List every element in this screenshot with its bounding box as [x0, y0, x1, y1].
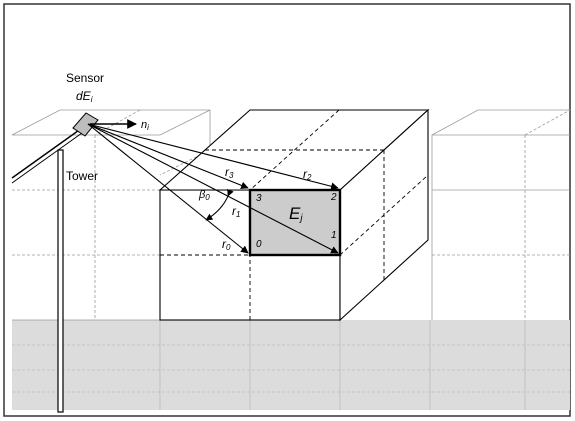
ray-r2: [87, 123, 339, 191]
right-building: [431, 109, 571, 320]
angle-arc: [205, 188, 234, 221]
r3-label: r3: [225, 165, 234, 180]
corner-1-label: 1: [331, 230, 337, 241]
ray-r1: [87, 123, 339, 254]
sensor-element-label: dEi: [76, 89, 93, 104]
sensor-plate: [72, 112, 99, 137]
rays: [87, 123, 339, 254]
r1-label: r1: [232, 204, 241, 219]
r2-label: r2: [303, 167, 312, 182]
tower-label: Tower: [66, 169, 99, 183]
corner-2-label: 2: [331, 192, 337, 203]
surface-ej: [248, 188, 342, 257]
ray-r0: [87, 123, 249, 254]
ray-r3: [87, 123, 249, 190]
corner-0-label: 0: [256, 239, 262, 250]
angle-label: β0: [199, 189, 210, 202]
normal-label: ni: [141, 119, 149, 132]
surface-label: Ej: [289, 204, 303, 224]
frame-border: [3, 3, 571, 417]
sensor-label: Sensor: [66, 71, 105, 85]
corner-3-label: 3: [256, 193, 262, 204]
r0-label: r0: [222, 237, 231, 252]
floor-grid: [12, 320, 570, 410]
floor: [12, 320, 570, 410]
tower: [11, 127, 83, 413]
